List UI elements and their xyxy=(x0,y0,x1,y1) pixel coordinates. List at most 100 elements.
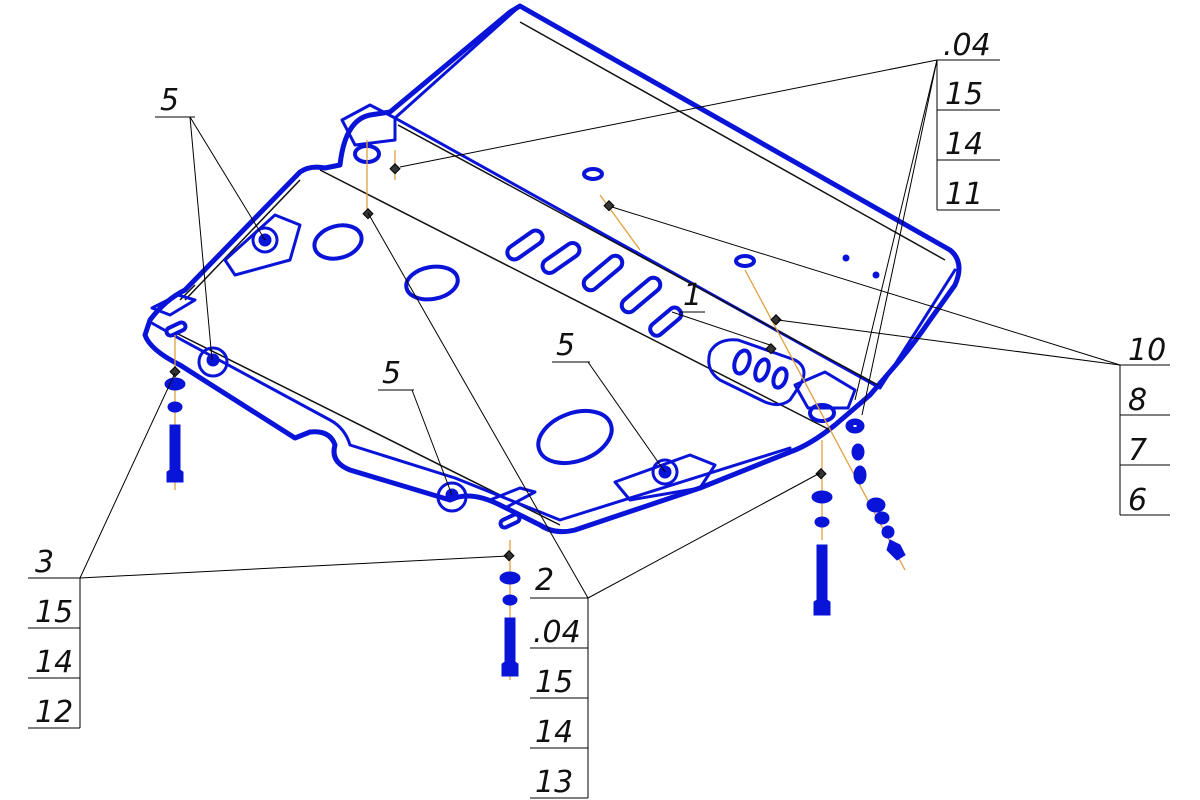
cage-nut-3 xyxy=(603,200,615,212)
leader-3-a xyxy=(79,372,176,579)
slot-2 xyxy=(540,240,582,276)
bend-line-3 xyxy=(319,169,831,431)
washer-right-6 xyxy=(881,525,895,539)
bend-line-2 xyxy=(397,124,879,386)
callout-mid-bottom-row-1: 15 xyxy=(535,665,573,700)
vent-slot-1 xyxy=(732,348,752,376)
callout-top-right-row-1: 15 xyxy=(945,77,983,112)
leader-04-top-c xyxy=(861,59,938,416)
hole-round-3 xyxy=(536,408,614,466)
bracket-upper-left xyxy=(223,213,302,277)
cage-nut-5 xyxy=(765,343,777,355)
leader-1 xyxy=(671,311,771,346)
callout-mid-bottom-top: 2 xyxy=(535,563,554,598)
cage-nut-4 xyxy=(770,314,782,326)
leader-lines xyxy=(79,59,1121,599)
callout-left-bottom: 3 15 14 12 xyxy=(28,545,81,730)
vent-plate xyxy=(707,338,806,407)
boss-bottom xyxy=(436,481,468,513)
leader-5-left-a xyxy=(189,116,266,241)
skid-plate xyxy=(142,3,962,535)
callout-right: 10 8 7 6 xyxy=(1119,333,1170,518)
cage-nut-6 xyxy=(169,366,181,378)
hole-round-1 xyxy=(312,223,364,261)
cage-nut-7 xyxy=(815,468,827,480)
callout-left-bottom-head: 3 xyxy=(35,545,54,580)
fasteners xyxy=(164,163,906,677)
label-5-upper-left: 5 xyxy=(160,83,179,118)
washer-right-1-center xyxy=(849,421,861,431)
tab-bottom-slot xyxy=(498,512,522,530)
washer-right-3 xyxy=(853,465,867,485)
leader-10-b xyxy=(777,319,1121,366)
hole-small-2 xyxy=(582,167,604,181)
hole-small-3 xyxy=(734,254,756,268)
bolt-rv xyxy=(813,544,831,616)
callout-left-bottom-row-2: 14 xyxy=(35,645,73,680)
hole-round-2 xyxy=(404,264,460,302)
bracket-rear-left xyxy=(340,103,397,147)
washer-rv-2 xyxy=(814,516,830,528)
vent-slot-2 xyxy=(753,357,771,383)
washer-left-1-center xyxy=(169,380,181,388)
bracket-center-stud xyxy=(651,458,679,486)
bracket-rear-right xyxy=(793,370,857,410)
boss-left-core xyxy=(206,353,220,367)
leader-10-a xyxy=(611,206,1121,366)
bend-line-1 xyxy=(519,21,946,261)
callout-left-bottom-row-3: 12 xyxy=(35,695,73,730)
cage-nut-8 xyxy=(503,550,515,562)
callout-top-right-row-2: 14 xyxy=(945,127,983,162)
callout-mid-bottom-head: .04 xyxy=(533,615,581,650)
vent-slot-3 xyxy=(771,366,789,390)
callout-mid-bottom: 2 .04 15 14 13 xyxy=(530,563,589,800)
callout-top-right: .04 15 14 11 xyxy=(936,28,1000,212)
tab-bottom xyxy=(488,486,537,510)
leader-5-left-b xyxy=(189,116,213,361)
rear-panel-edge xyxy=(393,4,957,390)
tab-left xyxy=(150,293,197,317)
washer-right-2 xyxy=(851,443,865,461)
label-5-right: 5 xyxy=(556,328,575,363)
item-labels: 5 5 5 1 xyxy=(155,83,705,391)
dot-1 xyxy=(842,254,850,262)
leader-04-bot-a xyxy=(367,212,589,599)
bracket-upper-left-stud xyxy=(251,226,279,254)
callout-right-head: 10 xyxy=(1128,333,1166,368)
front-lip xyxy=(148,320,792,522)
washer-rv-1-center xyxy=(816,493,828,501)
boss-left xyxy=(197,346,229,378)
fastener-axes xyxy=(174,140,906,680)
cage-nut-1 xyxy=(389,163,401,175)
leader-04-top-b xyxy=(854,59,938,401)
slot-3 xyxy=(581,253,625,293)
callout-right-row-2: 7 xyxy=(1128,433,1147,468)
leader-04-top xyxy=(399,59,938,168)
tab-left-slot xyxy=(164,320,188,338)
slot-5 xyxy=(648,305,684,338)
callout-left-bottom-row-1: 15 xyxy=(35,595,73,630)
slot-4 xyxy=(619,275,663,315)
callout-mid-bottom-row-2: 14 xyxy=(535,715,573,750)
leader-3-b xyxy=(79,555,509,579)
leader-5-right xyxy=(587,361,666,473)
washer-right-4 xyxy=(866,497,886,513)
label-1: 1 xyxy=(683,278,702,313)
bolt-left xyxy=(166,424,184,483)
washer-cb-1-center xyxy=(504,574,516,582)
callout-right-row-3: 6 xyxy=(1128,483,1147,518)
callout-top-right-head: .04 xyxy=(943,28,991,63)
leader-04-bot-b xyxy=(587,472,821,599)
callout-right-row-1: 8 xyxy=(1128,383,1147,418)
slot-1 xyxy=(505,228,545,262)
bolt-cb xyxy=(501,617,519,677)
callout-top-right-row-3: 11 xyxy=(945,177,983,212)
label-5-middle: 5 xyxy=(382,356,401,391)
leader-5-mid xyxy=(411,389,453,496)
bracket-center xyxy=(613,453,717,502)
dot-2 xyxy=(872,271,880,279)
washer-left-2 xyxy=(167,401,183,413)
washer-cb-2 xyxy=(502,594,518,606)
washer-right-5 xyxy=(874,511,890,525)
